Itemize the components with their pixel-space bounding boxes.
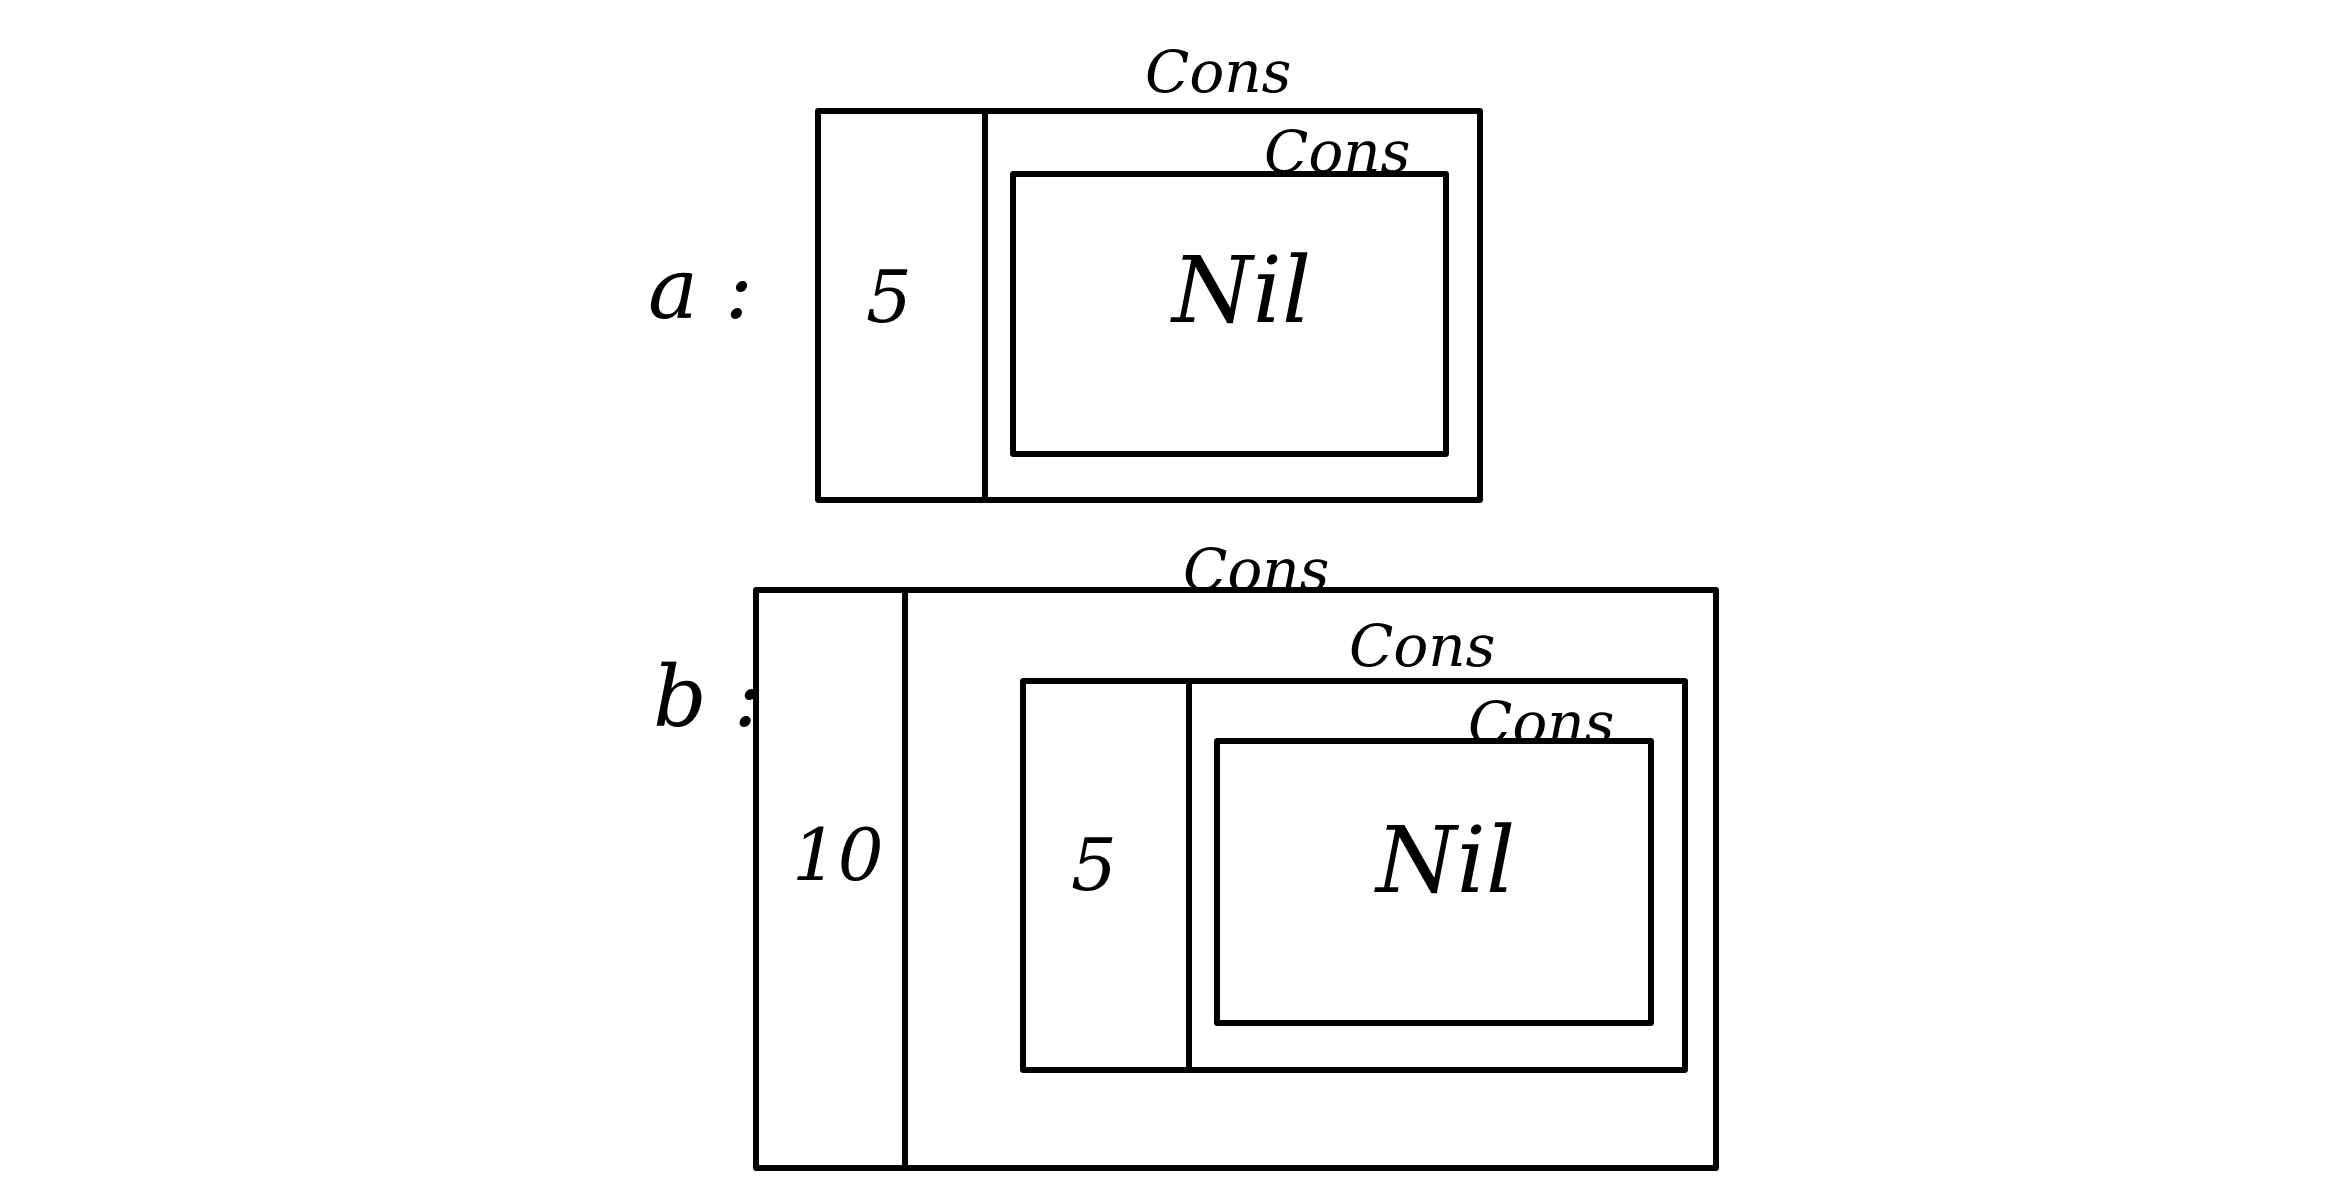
a-outer-cons-box (815, 108, 1483, 503)
a-nil-label: Nil (1170, 237, 1311, 344)
b-middle-cons-box (1020, 678, 1688, 1073)
b-middle-cons-label: Cons (1349, 612, 1495, 680)
b-outer-cons-box (753, 587, 1719, 1171)
a-outer-cons-label: Cons (1145, 38, 1291, 106)
b-nil-label: Nil (1374, 807, 1515, 914)
label-b: b : (653, 648, 762, 746)
b-middle-head-value: 5 (1071, 823, 1117, 907)
b-outer-cons-label: Cons (1183, 536, 1329, 604)
a-inner-cons-label: Cons (1264, 118, 1410, 186)
a-outer-head-value: 5 (866, 255, 912, 339)
a-inner-cons-box (1010, 171, 1449, 457)
diagram-a: a : Cons 5 Cons Nil (648, 38, 1483, 503)
diagram-b: b : Cons 10 Cons 5 Cons Nil (653, 536, 1719, 1171)
label-a: a : (648, 240, 753, 338)
b-inner-cons-label: Cons (1468, 689, 1614, 757)
b-inner-cons-box (1214, 738, 1654, 1026)
b-outer-head-value: 10 (792, 813, 884, 897)
